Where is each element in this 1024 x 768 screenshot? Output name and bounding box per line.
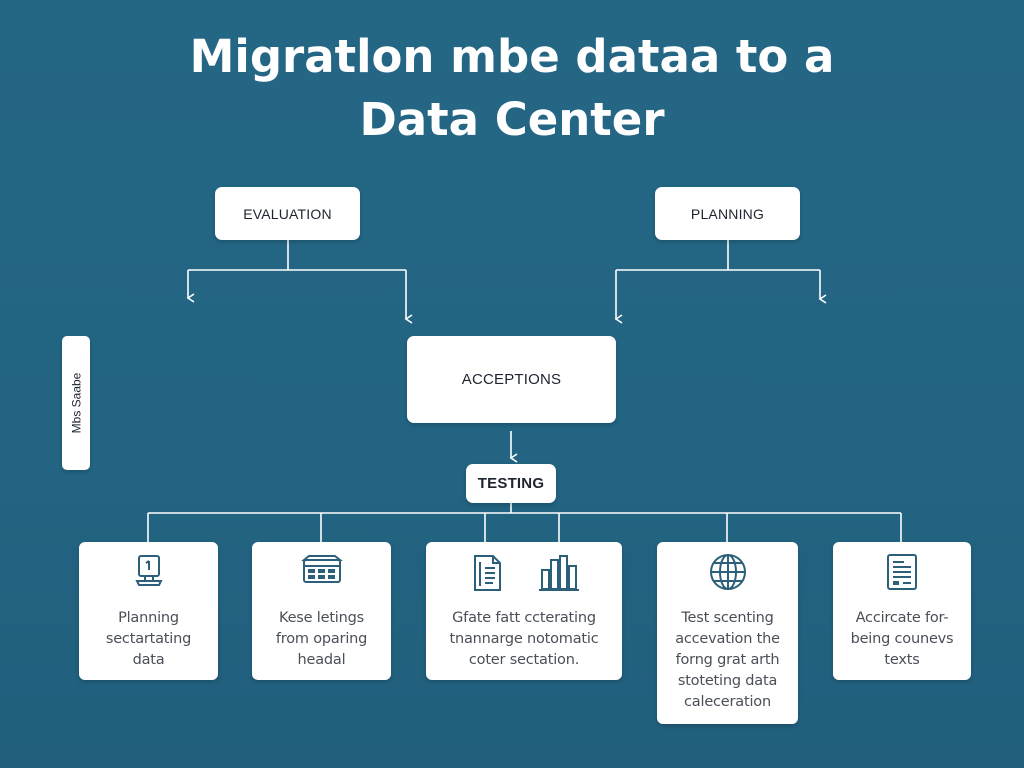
card-line: coter sectation. bbox=[468, 652, 580, 668]
page-title-line-1: Migratlon mbe dataa to a bbox=[189, 30, 835, 83]
card-line: Planning bbox=[118, 610, 179, 626]
page-title-line-2: Data Center bbox=[359, 93, 665, 146]
card-line: Kese letings bbox=[278, 610, 364, 626]
globe-icon bbox=[709, 554, 746, 590]
card-line: Accircate for- bbox=[855, 610, 949, 626]
card-text: Accircate for- being counevs texts bbox=[837, 608, 967, 671]
card-kese-letings: Kese letings from oparing headal bbox=[252, 542, 391, 680]
card-line: data bbox=[132, 652, 165, 668]
evaluation-label: EVALUATION bbox=[243, 205, 332, 222]
planning-label: PLANNING bbox=[690, 205, 765, 222]
card-line: headal bbox=[297, 652, 346, 668]
card-line: texts bbox=[884, 652, 920, 668]
card-test-scenting: Test scenting accevation the forng grat … bbox=[657, 542, 798, 724]
card-line: caleceration bbox=[684, 694, 771, 710]
testing-label: TESTING bbox=[477, 475, 545, 492]
card-line: stoteting data bbox=[677, 673, 778, 689]
card-line: Test scenting bbox=[681, 610, 774, 626]
bar-chart-icon bbox=[539, 555, 579, 591]
side-tab: Mbs Saabe bbox=[62, 336, 90, 470]
acceptions-box: ACCEPTIONS bbox=[407, 336, 616, 423]
card-text: Kese letings from oparing headal bbox=[256, 608, 387, 671]
card-line: being counevs bbox=[850, 631, 954, 647]
planning-box: PLANNING bbox=[655, 187, 800, 240]
document-icon bbox=[474, 555, 501, 591]
evaluation-box: EVALUATION bbox=[215, 187, 360, 240]
server-rack-icon bbox=[300, 555, 343, 583]
card-line: sectartating bbox=[105, 631, 192, 647]
card-planning: Planning sectartating data bbox=[79, 542, 218, 680]
card-accircate: Accircate for- being counevs texts bbox=[833, 542, 971, 680]
report-icon bbox=[887, 554, 917, 590]
testing-box: TESTING bbox=[466, 464, 556, 503]
card-line: from oparing bbox=[275, 631, 368, 647]
computer-icon bbox=[134, 555, 163, 586]
acceptions-label: ACCEPTIONS bbox=[461, 371, 562, 388]
card-text: Gfate fatt ccterating tnannarge notomati… bbox=[430, 608, 618, 671]
card-line: accevation the bbox=[675, 631, 780, 647]
card-line: tnannarge notomatic bbox=[449, 631, 599, 647]
card-line: forng grat arth bbox=[675, 652, 780, 668]
card-line: Gfate fatt ccterating bbox=[452, 610, 596, 626]
card-text: Planning sectartating data bbox=[83, 608, 214, 671]
card-gfate-fatt: Gfate fatt ccterating tnannarge notomati… bbox=[426, 542, 622, 680]
card-text: Test scenting accevation the forng grat … bbox=[661, 608, 794, 713]
side-tab-label: Mbs Saabe bbox=[69, 372, 84, 434]
